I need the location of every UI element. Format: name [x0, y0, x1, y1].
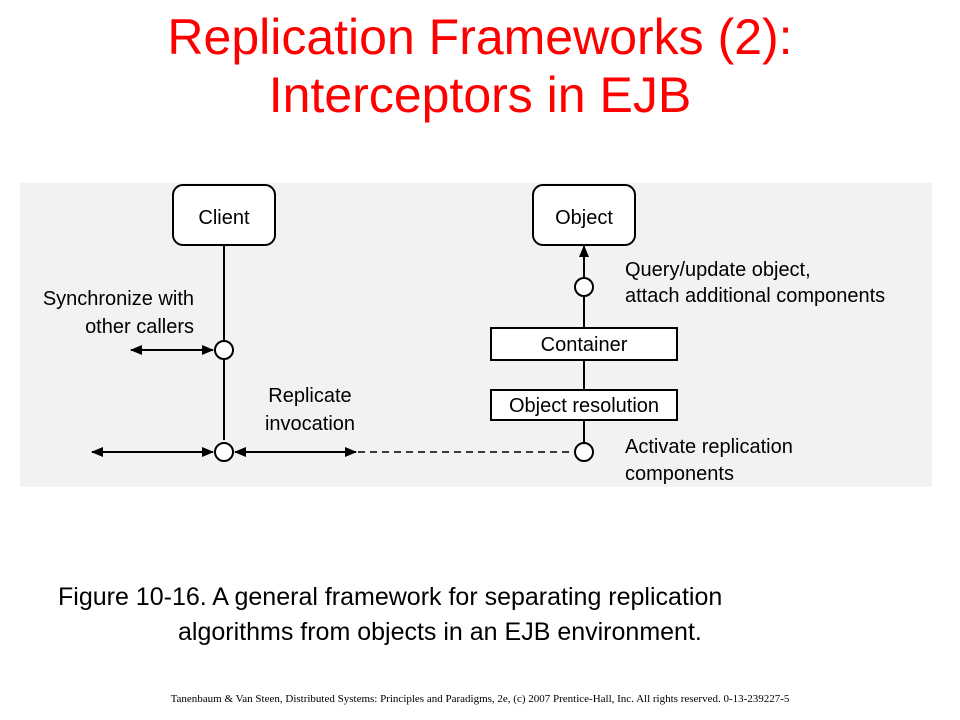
query-label-line-1: Query/update object,: [625, 259, 811, 281]
object-resolution-label: Object resolution: [509, 395, 659, 417]
client-label: Client: [198, 207, 250, 229]
replicate-label-line-1: Replicate: [268, 385, 351, 407]
sync-label-line-2: other callers: [85, 316, 194, 338]
title-line-2: Interceptors in EJB: [268, 67, 692, 123]
query-label-line-2: attach additional components: [625, 285, 885, 307]
slide-title: Replication Frameworks (2): Interceptors…: [0, 8, 960, 124]
container-box: Container: [490, 327, 678, 361]
caption-line-1: Figure 10-16. A general framework for se…: [58, 583, 723, 611]
activate-label-line-2: components: [625, 463, 734, 485]
slide-footer: Tanenbaum & Van Steen, Distributed Syste…: [170, 693, 790, 705]
caption-line-2: algorithms from objects in an EJB enviro…: [178, 618, 702, 646]
activate-label-line-1: Activate replication: [625, 436, 793, 458]
object-resolution-box: Object resolution: [490, 389, 678, 421]
replicate-interceptor-circle: [214, 442, 234, 462]
title-line-1: Replication Frameworks (2):: [167, 9, 793, 65]
query-interceptor-circle: [574, 277, 594, 297]
sync-interceptor-circle: [214, 340, 234, 360]
client-box: Client: [172, 184, 276, 246]
sync-label-line-1: Synchronize with: [43, 288, 194, 310]
activate-interceptor-circle: [574, 442, 594, 462]
object-box: Object: [532, 184, 636, 246]
object-label: Object: [555, 207, 613, 229]
figure-caption: Figure 10-16. A general framework for se…: [58, 580, 938, 650]
replicate-label-line-2: invocation: [265, 413, 355, 435]
container-label: Container: [541, 334, 628, 356]
